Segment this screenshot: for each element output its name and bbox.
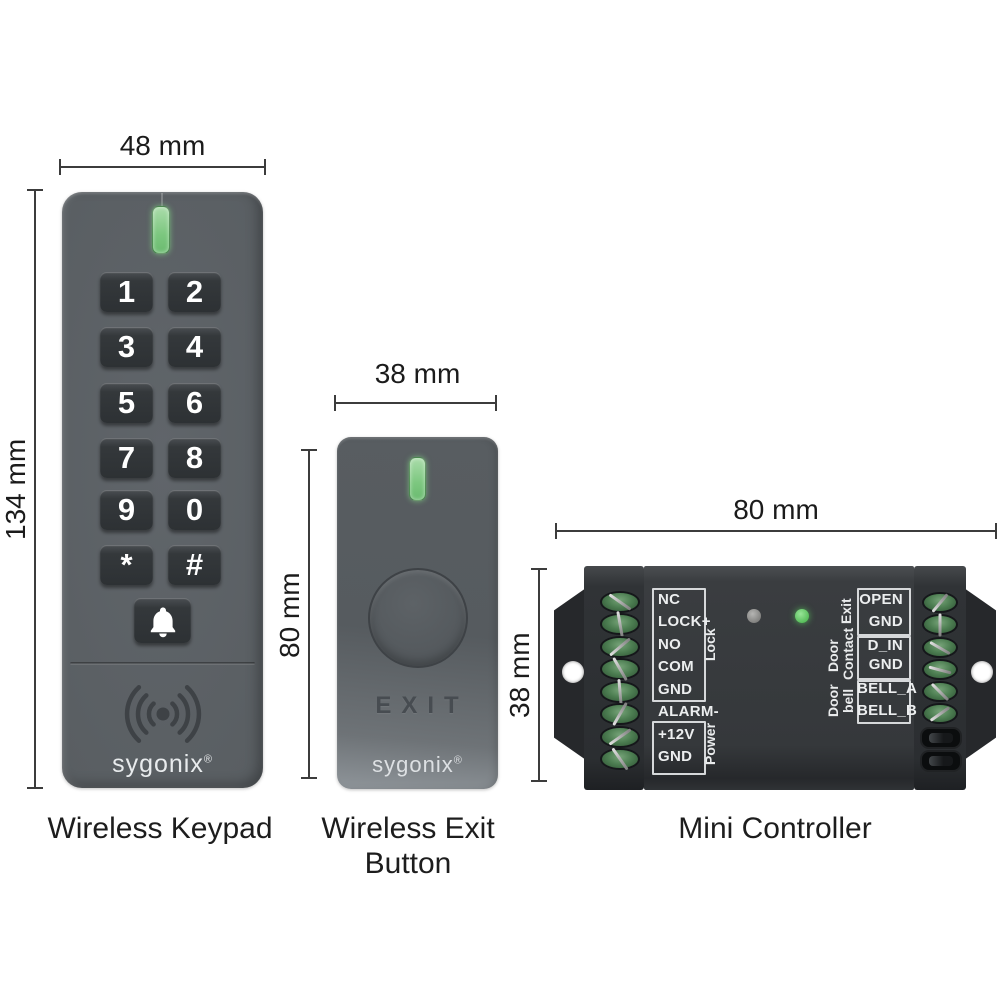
terminal-label-nc: NC bbox=[658, 591, 681, 608]
keypad-key-5: 5 bbox=[100, 383, 153, 423]
terminal-label-lock-plus: LOCK+ bbox=[658, 613, 711, 630]
exit-height-dimension-line bbox=[301, 449, 317, 779]
terminal-label-open: OPEN bbox=[859, 591, 903, 608]
connector-socket bbox=[920, 727, 962, 749]
terminal-label-com: COM bbox=[658, 658, 694, 675]
terminal-label-gnd: GND bbox=[658, 681, 693, 698]
exit-status-led bbox=[409, 457, 426, 501]
terminal-screw bbox=[922, 659, 958, 680]
keypad-width-label: 48 mm bbox=[119, 130, 206, 161]
group-label-exit: Exit bbox=[838, 598, 854, 624]
terminal-label-bell-b: BELL_B bbox=[857, 702, 918, 719]
controller-width-label: 80 mm bbox=[733, 494, 819, 525]
door-contact-group-box bbox=[857, 636, 911, 680]
exit-name-label-line2: Button bbox=[364, 847, 452, 880]
terminal-screw bbox=[922, 681, 958, 702]
brand-text: sygonix bbox=[372, 752, 454, 777]
terminal-screw bbox=[922, 637, 958, 658]
terminal-label-bell-a: BELL_A bbox=[857, 680, 918, 697]
terminal-label-alarm: ALARM- bbox=[658, 703, 719, 720]
exit-push-button bbox=[368, 568, 468, 668]
keypad-key-hash: # bbox=[168, 545, 221, 585]
mounting-hole-right bbox=[971, 661, 993, 683]
brand-text: sygonix bbox=[112, 750, 204, 778]
bell-icon bbox=[150, 607, 175, 637]
controller-height-label: 38 mm bbox=[504, 632, 535, 718]
keypad-height-dimension-line bbox=[27, 189, 43, 789]
keypad-key-star: * bbox=[100, 545, 153, 585]
terminal-screw bbox=[600, 613, 640, 635]
keypad-key-8: 8 bbox=[168, 438, 221, 478]
keypad-key-9: 9 bbox=[100, 490, 153, 530]
terminal-label-gnd: GND bbox=[868, 613, 903, 630]
keypad-status-led bbox=[152, 206, 170, 254]
keypad-key-7: 7 bbox=[100, 438, 153, 478]
terminal-label-gnd: GND bbox=[868, 656, 903, 673]
exit-name-label-line1: Wireless Exit bbox=[321, 812, 495, 845]
terminal-screw bbox=[600, 726, 640, 748]
terminal-label-12v: +12V bbox=[658, 726, 695, 743]
group-label-door-contact: Door Contact bbox=[825, 627, 856, 680]
exit-width-label: 38 mm bbox=[374, 358, 461, 389]
terminal-screw bbox=[600, 591, 640, 613]
terminal-label-gnd: GND bbox=[658, 748, 693, 765]
connector-socket bbox=[920, 750, 962, 772]
mounting-hole-left bbox=[562, 661, 584, 683]
terminal-label-d-in: D_IN bbox=[867, 637, 903, 654]
terminal-screw bbox=[922, 614, 958, 635]
power-group-box bbox=[652, 721, 706, 775]
exit-brand-logo: sygonix® bbox=[337, 752, 498, 778]
keypad-brand-logo: sygonix® bbox=[62, 750, 263, 779]
controller-width-dimension-line bbox=[555, 523, 997, 539]
terminal-screw bbox=[922, 703, 958, 724]
rfid-icon bbox=[124, 685, 202, 743]
terminal-screw bbox=[922, 592, 958, 613]
group-label-lock: Lock bbox=[702, 628, 718, 662]
exit-width-dimension-line bbox=[334, 395, 497, 411]
keypad-key-2: 2 bbox=[168, 272, 221, 312]
brand-registered-mark: ® bbox=[453, 754, 463, 767]
exit-height-label: 80 mm bbox=[274, 572, 305, 658]
keypad-body bbox=[62, 192, 263, 788]
terminal-screw bbox=[600, 748, 640, 770]
lock-group-box bbox=[652, 588, 706, 702]
terminal-screw bbox=[600, 681, 640, 703]
controller-name-label: Mini Controller bbox=[678, 812, 872, 845]
terminal-screw bbox=[600, 703, 640, 725]
keypad-panel-divider bbox=[70, 662, 255, 665]
terminal-screw bbox=[600, 658, 640, 680]
keypad-key-0: 0 bbox=[168, 490, 221, 530]
exit-group-box bbox=[857, 588, 911, 636]
keypad-height-label: 134 mm bbox=[0, 438, 31, 540]
keypad-top-seam bbox=[161, 193, 163, 206]
keypad-width-dimension-line bbox=[59, 159, 266, 175]
controller-height-dimension-line bbox=[531, 568, 547, 782]
status-led-green bbox=[795, 609, 809, 623]
exit-face-text: EXIT bbox=[375, 692, 469, 719]
terminal-label-no: NO bbox=[658, 636, 682, 653]
door-bell-group-box bbox=[857, 680, 911, 724]
keypad-doorbell-button bbox=[134, 598, 191, 643]
terminal-screw bbox=[600, 636, 640, 658]
keypad-name-label: Wireless Keypad bbox=[47, 812, 273, 845]
keypad-key-1: 1 bbox=[100, 272, 153, 312]
keypad-key-4: 4 bbox=[168, 327, 221, 367]
group-label-power: Power bbox=[702, 723, 718, 766]
keypad-key-3: 3 bbox=[100, 327, 153, 367]
status-led-gray bbox=[747, 609, 761, 623]
group-label-door-bell: Door bell bbox=[825, 684, 856, 718]
keypad-key-6: 6 bbox=[168, 383, 221, 423]
brand-registered-mark: ® bbox=[203, 753, 213, 766]
